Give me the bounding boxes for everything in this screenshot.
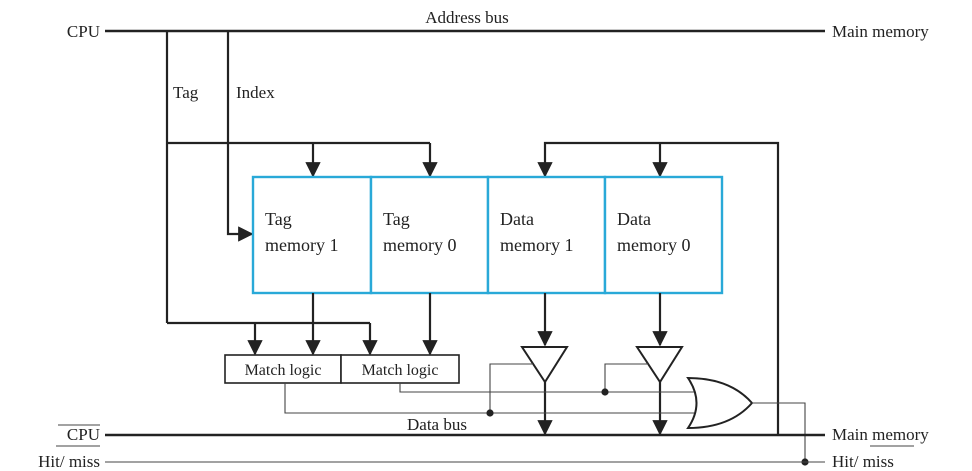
or-gate xyxy=(686,376,754,430)
match-0-enable-line xyxy=(399,383,605,393)
tag-memory-0-line1: Tag xyxy=(383,209,410,229)
tag-memory-1-line1: Tag xyxy=(265,209,292,229)
hit-miss-right-label: Hit/ miss xyxy=(832,452,894,471)
main-memory-top-label: Main memory xyxy=(832,22,929,41)
cpu-top-label: CPU xyxy=(67,22,100,41)
match-logic-1-box: Match logic xyxy=(224,354,342,384)
tag-memory-1-block: Tag memory 1 xyxy=(251,175,373,295)
data-memory-1-line1: Data xyxy=(500,209,534,229)
data-memory-0-line2: memory 0 xyxy=(617,235,691,255)
or-gate-output-line xyxy=(752,402,806,462)
data-memory-0-line1: Data xyxy=(617,209,651,229)
data-memory-1-line2: memory 1 xyxy=(500,235,574,255)
main-memory-bottom-label: Main memory xyxy=(832,425,929,444)
match-logic-0-label: Match logic xyxy=(362,362,439,379)
data-bus-label: Data bus xyxy=(407,415,467,434)
index-field-label: Index xyxy=(236,83,275,102)
tag-memory-1-line2: memory 1 xyxy=(265,235,339,255)
junction-dot-0 xyxy=(601,388,609,396)
cpu-bottom-label: CPU xyxy=(67,425,100,444)
junction-dot-1 xyxy=(486,409,494,417)
tag-to-tag-memory-1 xyxy=(226,143,254,242)
data-memory-1-block: Data memory 1 xyxy=(486,175,607,295)
hit-miss-left-label: Hit/ miss xyxy=(38,452,100,471)
address-bus-label: Address bus xyxy=(425,8,509,27)
tag-field-label: Tag xyxy=(173,83,199,102)
match-logic-1-label: Match logic xyxy=(245,362,322,379)
tristate-buffer-0 xyxy=(635,346,684,384)
match-logic-0-box: Match logic xyxy=(340,354,460,384)
data-memory-0-block: Data memory 0 xyxy=(603,175,724,295)
tag-memory-0-line2: memory 0 xyxy=(383,235,457,255)
match-0-enable-to-buffer xyxy=(604,363,648,392)
tag-memory-0-block: Tag memory 0 xyxy=(369,175,490,295)
main-memory-to-data-memories xyxy=(537,141,780,435)
tristate-buffer-1 xyxy=(520,346,569,384)
